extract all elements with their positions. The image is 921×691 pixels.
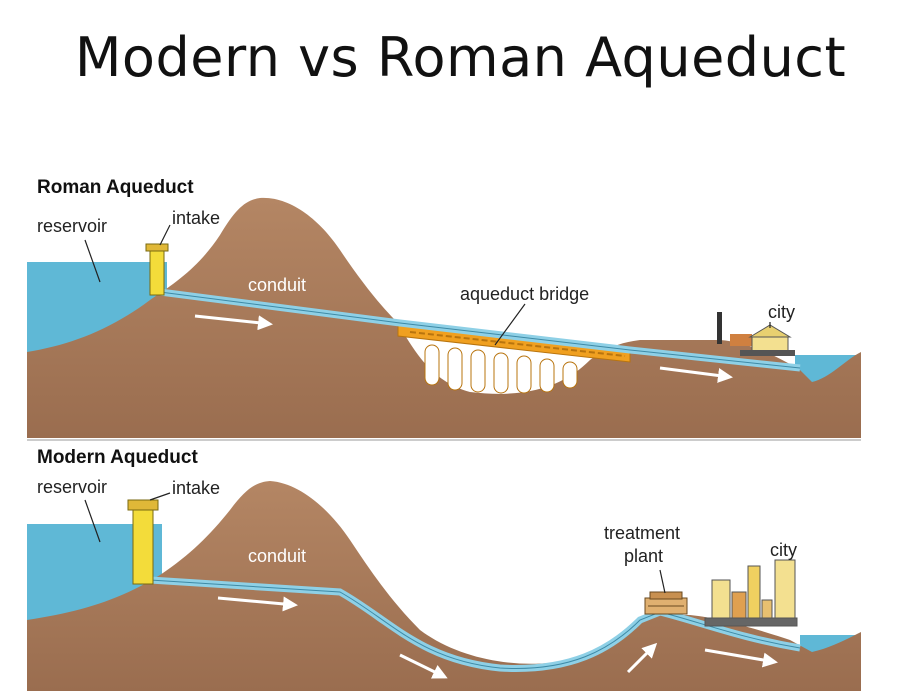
- roman-ground: [27, 197, 861, 438]
- roman-city-label: city: [768, 302, 795, 322]
- roman-panel: Roman Aqueduct reservoir intake conduit …: [27, 177, 861, 438]
- modern-flow-arrow-3: [626, 642, 658, 674]
- roman-conduit-label: conduit: [248, 275, 306, 295]
- roman-flow-arrow-1: [194, 314, 273, 331]
- modern-ground: [27, 481, 861, 691]
- page-title: Modern vs Roman Aqueduct: [74, 26, 847, 89]
- treatment-plant: [644, 591, 688, 615]
- modern-intake-tower: [127, 499, 159, 585]
- modern-flow-arrow-2: [399, 653, 448, 679]
- roman-heading: Roman Aqueduct: [37, 177, 194, 198]
- modern-reservoir-label: reservoir: [37, 477, 107, 497]
- roman-intake-tower: [145, 243, 169, 296]
- modern-city-label: city: [770, 540, 797, 560]
- roman-city: [717, 312, 795, 356]
- modern-heading: Modern Aqueduct: [37, 447, 198, 468]
- roman-intake-label: intake: [172, 208, 220, 228]
- modern-city: [704, 559, 798, 627]
- modern-panel: Modern Aqueduct reservoir intake conduit…: [27, 447, 861, 691]
- roman-reservoir-label: reservoir: [37, 216, 107, 236]
- modern-conduit-label: conduit: [248, 546, 306, 566]
- modern-flow-arrow-4: [704, 648, 778, 668]
- roman-flow-arrow-2: [659, 366, 733, 383]
- modern-intake-label: intake: [172, 478, 220, 498]
- roman-bridge-label: aqueduct bridge: [460, 284, 589, 304]
- modern-flow-arrow-1: [217, 596, 298, 612]
- treatment-plant-label-line1: treatment: [604, 523, 680, 543]
- treatment-plant-label-line2: plant: [624, 546, 663, 566]
